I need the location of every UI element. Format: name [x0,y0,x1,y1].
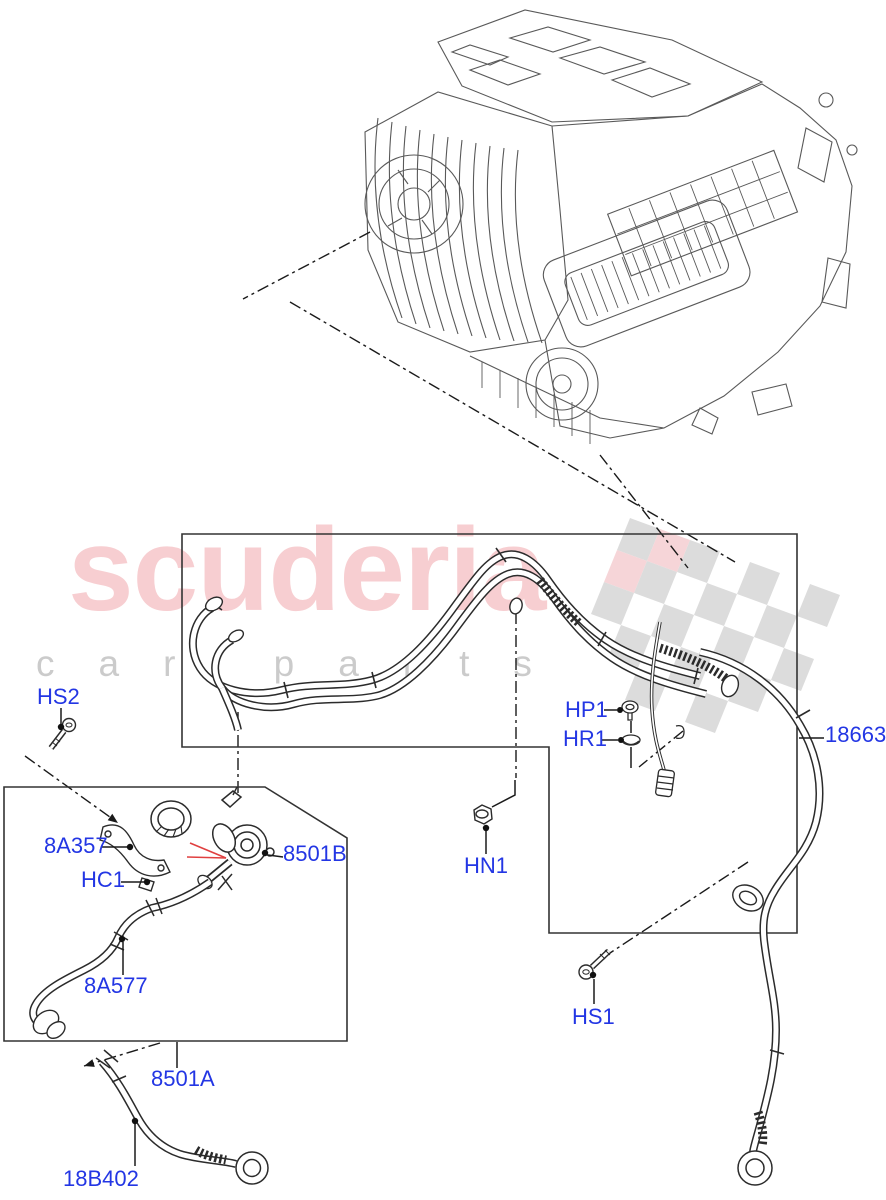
leader-dots [57,707,624,1125]
part-label-hp1[interactable]: HP1 [565,697,608,722]
part-label-8a577[interactable]: 8A577 [84,973,148,998]
hs2-screw-icon [48,717,77,750]
hr1-nut-icon [621,734,641,746]
watermark-tagline-text: car parts [36,643,576,684]
fasteners [48,700,641,980]
hn1-nut-icon [473,804,493,825]
part-label-8501a[interactable]: 8501A [151,1066,215,1091]
part-label-18b402[interactable]: 18B402 [63,1166,139,1191]
pump-hose-box [3,786,348,1042]
part-label-hs2[interactable]: HS2 [37,684,80,709]
hose-kit-box [181,533,798,934]
aux-water-pump [99,786,275,892]
part-label-8a357[interactable]: 8A357 [44,833,108,858]
part-label-18663[interactable]: 18663 [825,722,886,747]
hp1-screw-icon [621,700,639,721]
projection-arrowheads [84,813,118,1067]
checkered-flag-icon [591,518,840,733]
red-pointer-arrow [186,842,227,859]
part-label-hr1[interactable]: HR1 [563,726,608,751]
part-label-hn1[interactable]: HN1 [464,853,509,878]
part-label-hc1[interactable]: HC1 [81,867,126,892]
watermark: scuderia car parts [36,504,840,733]
bottom-heater-hose [95,1049,269,1185]
watermark-brand-text: scuderia [68,504,548,636]
part-label-8501b[interactable]: 8501B [283,841,347,866]
leader-lines [60,708,824,1166]
heater-hose-assembly [188,547,824,1186]
part-label-hs1[interactable]: HS1 [572,1004,615,1029]
pump-feed-hose [29,873,233,1039]
heater-unit-sketch [364,9,858,444]
hs1-screw-icon [578,948,612,980]
projection-lines [24,231,749,1067]
grouping-boxes [3,533,798,1042]
